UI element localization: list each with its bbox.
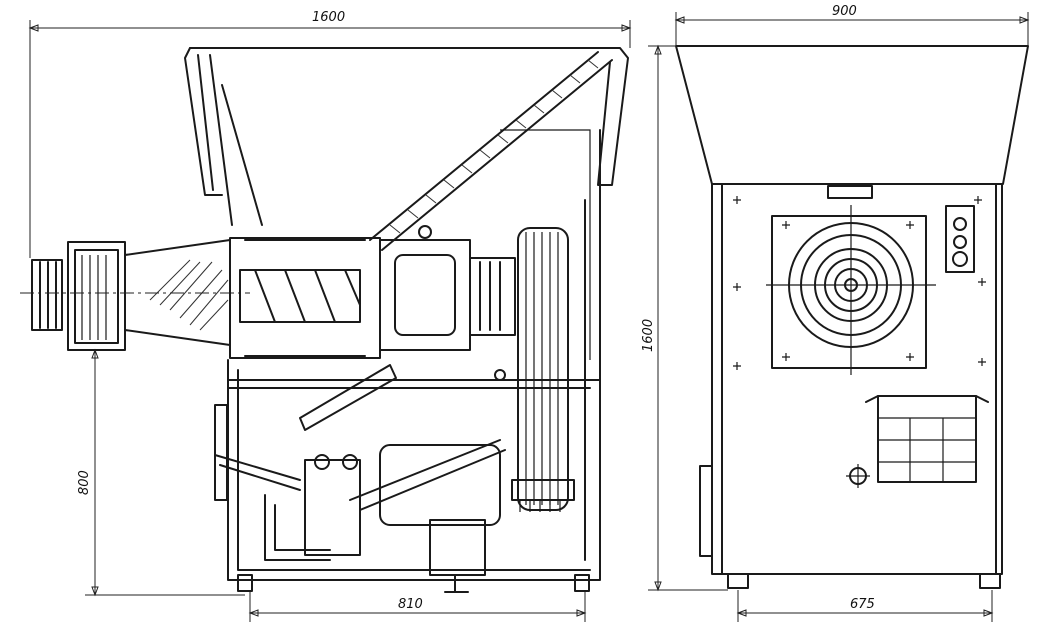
indicator-lamp [952, 251, 968, 267]
start-button [953, 217, 967, 231]
dim-base-length: 810 [398, 597, 423, 612]
motor-assembly [214, 364, 506, 593]
side-section-view [20, 47, 629, 593]
nameplate [827, 185, 873, 199]
grinder-head [20, 239, 250, 351]
collection-tray [877, 395, 977, 483]
auger-screw [229, 237, 381, 359]
stop-button [953, 235, 967, 249]
front-view [675, 45, 1029, 589]
dimension-lines [28, 12, 1030, 622]
bearing-housing [379, 225, 516, 351]
belt-pulley [511, 227, 575, 512]
outlet-plate [771, 215, 927, 369]
control-panel [945, 205, 975, 273]
hopper [184, 47, 629, 360]
dim-front-height: 1600 [641, 319, 656, 352]
dim-overall-length: 1600 [312, 10, 345, 25]
dim-base-width: 675 [850, 597, 875, 612]
dim-width: 900 [832, 4, 857, 19]
dim-outlet-height: 800 [77, 470, 92, 495]
frame [214, 129, 601, 592]
